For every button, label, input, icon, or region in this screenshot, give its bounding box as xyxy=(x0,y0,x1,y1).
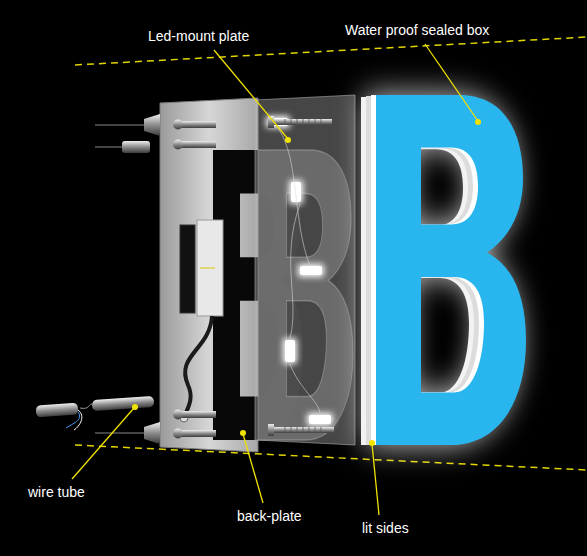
bolt xyxy=(272,119,332,125)
leader-dot xyxy=(285,137,291,143)
led-mount-plate-panel xyxy=(255,95,355,445)
bolt xyxy=(272,427,334,433)
bolt xyxy=(180,141,216,148)
led-glow xyxy=(283,338,297,364)
leader-dot xyxy=(240,430,246,436)
mount-washer xyxy=(144,114,160,136)
power-supply xyxy=(180,225,195,313)
led-module xyxy=(300,266,322,275)
bolt-group xyxy=(173,120,216,439)
part-label: back-plate xyxy=(237,508,302,525)
led-glow xyxy=(298,264,324,277)
bolt xyxy=(180,411,216,418)
led-module xyxy=(309,415,331,424)
wire-tube-end xyxy=(36,403,79,418)
bolt-head xyxy=(173,120,183,130)
wire xyxy=(66,412,80,428)
leader-line xyxy=(214,50,288,139)
standoff xyxy=(122,141,150,153)
led-modules xyxy=(266,116,333,426)
wire xyxy=(74,410,82,430)
power-cable xyxy=(184,316,212,418)
led-module xyxy=(285,340,295,362)
leader-dot xyxy=(475,119,481,125)
bolt-head xyxy=(173,429,183,439)
led-glow xyxy=(307,413,333,426)
bolt xyxy=(180,121,216,128)
mount-washer xyxy=(144,422,160,444)
led-mount-letter xyxy=(258,150,353,440)
part-label: lit sides xyxy=(362,520,409,537)
leader-lines xyxy=(72,44,478,515)
bolt-thread xyxy=(285,119,321,125)
leader-dots xyxy=(132,119,481,446)
wire xyxy=(80,404,92,408)
leader-line xyxy=(372,444,379,515)
leader-line xyxy=(72,408,134,479)
mount-wire xyxy=(95,433,144,434)
mount-wire xyxy=(95,125,144,126)
bolt-thread xyxy=(285,427,321,433)
leader-dot xyxy=(132,404,138,410)
power-supply-mark xyxy=(200,268,215,269)
guide-line xyxy=(75,445,587,470)
led-wiring xyxy=(278,128,320,413)
mount-wire xyxy=(95,147,122,148)
sealed-box-face xyxy=(376,95,526,445)
leader-dot xyxy=(369,440,375,446)
bolt xyxy=(180,430,216,437)
leader-line xyxy=(425,44,478,121)
part-label: Water proof sealed box xyxy=(345,22,489,39)
wire-tube xyxy=(92,396,155,411)
bolt-head xyxy=(173,410,183,420)
power-supply-box xyxy=(197,220,223,316)
part-label: wire tube xyxy=(28,484,85,501)
led-glow xyxy=(289,180,303,204)
bolt-head xyxy=(173,140,183,150)
bolt-head xyxy=(268,424,274,436)
leader-line xyxy=(243,434,263,503)
part-label: Led-mount plate xyxy=(148,28,249,45)
